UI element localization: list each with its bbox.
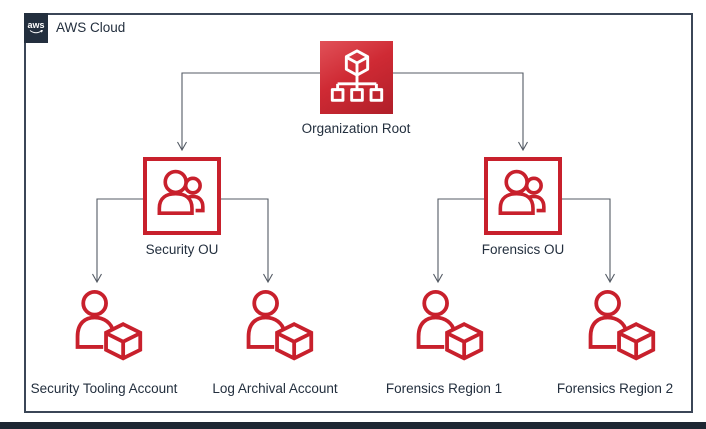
- edge-root-to-security-ou: [181, 72, 320, 149]
- organization-root-icon: [320, 41, 393, 114]
- log-archival-account-label: Log Archival Account: [212, 381, 338, 396]
- security-ou-icon: [143, 157, 221, 235]
- arrowhead-down-icon: [605, 273, 615, 284]
- aws-cloud-group-border: [24, 13, 693, 413]
- account-user-cube-icon: [416, 289, 484, 361]
- arrowhead-down-icon: [518, 141, 528, 152]
- account-user-cube-icon: [75, 289, 143, 361]
- arrowhead-down-icon: [433, 273, 443, 284]
- aws-logo-text: aws: [27, 20, 45, 30]
- forensics-region-1-icon: [410, 289, 486, 365]
- aws-cloud-label: AWS Cloud: [56, 20, 126, 35]
- account-user-cube-icon: [588, 289, 656, 361]
- edge-securityou-to-logarchival: [221, 198, 269, 281]
- edge-root-to-forensics-ou: [393, 72, 524, 149]
- forensics-region-2-icon: [582, 289, 658, 365]
- edge-securityou-to-tooling: [96, 198, 143, 281]
- arrowhead-down-icon: [92, 273, 102, 284]
- aws-smile-icon: [29, 30, 43, 34]
- forensics-region-2-label: Forensics Region 2: [556, 381, 674, 396]
- security-tooling-account-icon: [69, 289, 145, 365]
- security-tooling-account-label: Security Tooling Account: [30, 381, 178, 396]
- aws-logo-icon: aws: [24, 13, 48, 43]
- organizational-unit-users-icon: [157, 169, 205, 216]
- security-ou-label: Security OU: [145, 242, 219, 257]
- edge-forensicsou-to-region1: [437, 198, 484, 281]
- account-user-cube-icon: [246, 289, 314, 361]
- forensics-ou-label: Forensics OU: [481, 242, 565, 257]
- forensics-ou-icon: [484, 157, 562, 235]
- arrowhead-down-icon: [263, 273, 273, 284]
- log-archival-account-icon: [240, 289, 316, 365]
- organizations-cube-hierarchy-icon: [330, 48, 383, 102]
- forensics-region-1-label: Forensics Region 1: [385, 381, 503, 396]
- arrowhead-down-icon: [177, 141, 187, 152]
- organizational-unit-users-icon: [498, 169, 546, 216]
- edge-forensicsou-to-region2: [562, 198, 611, 281]
- bottom-edge-bar: [0, 422, 706, 429]
- organization-root-label: Organization Root: [301, 121, 411, 136]
